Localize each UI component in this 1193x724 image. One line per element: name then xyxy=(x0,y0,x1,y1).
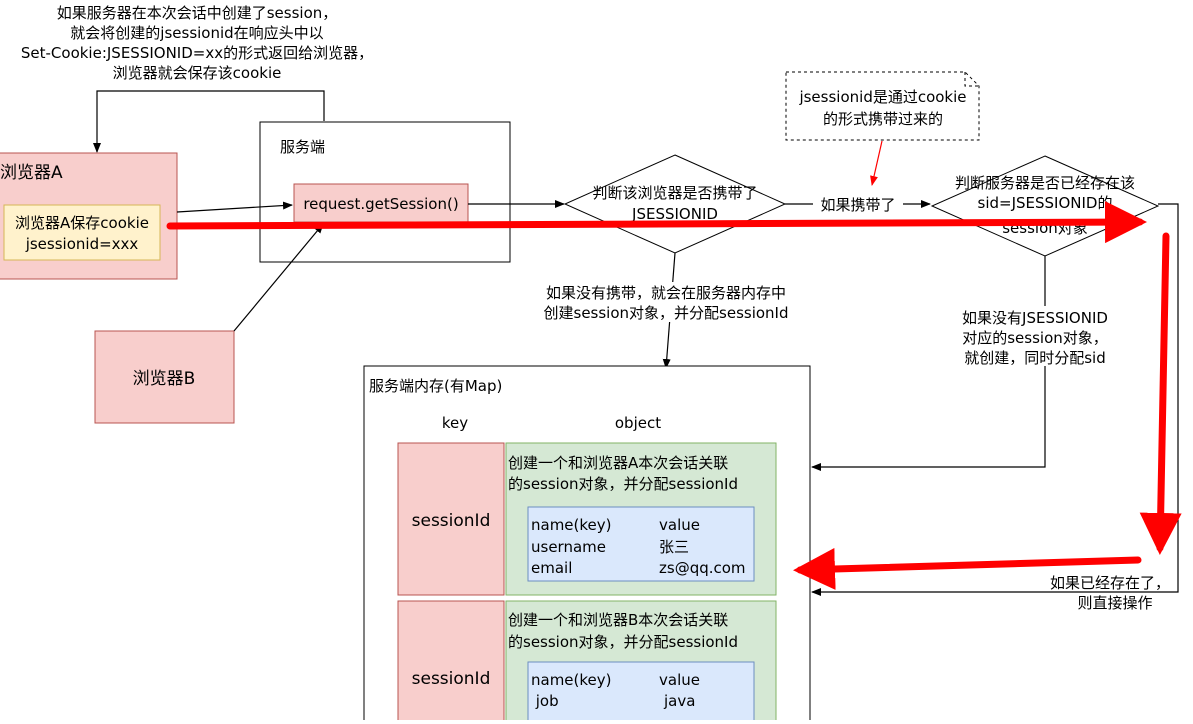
browser-a-request-arrow xyxy=(176,201,293,213)
top-note: 如果服务器在本次会话中创建了session， 就会将创建的jsessionid在… xyxy=(21,4,373,82)
exists-line: 则直接操作 xyxy=(1077,594,1152,612)
cookie-box xyxy=(3,204,161,261)
attr-key: email xyxy=(531,559,572,577)
session-key-label: sessionId xyxy=(412,669,491,689)
red-flow-arrow-back xyxy=(793,547,1142,590)
get-session-label: request.getSession() xyxy=(303,195,458,213)
session-attributes-table xyxy=(527,661,755,724)
cookie-note-pointer xyxy=(870,140,883,186)
server: 服务端 request.getSession() xyxy=(259,121,511,263)
attr-value: 张三 xyxy=(659,538,689,556)
decision-carry-line: JSESSIONID xyxy=(631,205,718,223)
attr-key: name(key) xyxy=(531,516,612,534)
no-session-bg xyxy=(945,306,1125,366)
decision-exists-line: sid=JSESSIONID的 xyxy=(978,194,1113,212)
red-flow-arrow-down xyxy=(1139,232,1182,555)
not-carried-line: 如果没有携带，就会在服务器内存中 xyxy=(546,284,786,302)
decision-exists-line: 判断服务器是否已经存在该 xyxy=(955,174,1135,192)
attr-value: zs@qq.com xyxy=(659,559,746,577)
no-session-line: 如果没有JSESSIONID xyxy=(962,309,1108,327)
cookie-note-line: jsessionid是通过cookie xyxy=(798,88,966,106)
session-key-label: sessionId xyxy=(412,511,491,531)
key-header: key xyxy=(442,414,468,432)
attr-value: java xyxy=(663,692,695,710)
browser-a-title: 浏览器A xyxy=(0,163,63,183)
browser-b-request-arrow xyxy=(233,223,324,332)
cookie-note: jsessionid是通过cookie 的形式携带过来的 xyxy=(785,71,980,141)
cookie-note-box xyxy=(785,71,980,141)
attr-key: name(key) xyxy=(531,671,612,689)
top-note-line: 浏览器就会保存该cookie xyxy=(113,64,282,82)
session-object-desc: 的session对象，并分配sessionId xyxy=(508,475,738,493)
if-carried-bg xyxy=(813,194,903,214)
get-session-box xyxy=(293,183,469,223)
server-title: 服务端 xyxy=(280,138,325,156)
attr-value: value xyxy=(659,516,700,534)
session-attributes-table xyxy=(527,506,755,582)
no-session-line: 对应的session对象， xyxy=(962,329,1108,347)
attr-value: value xyxy=(659,671,700,689)
top-note-line: 就会将创建的jsessionid在响应头中以 xyxy=(70,24,323,42)
cookie-note-fold xyxy=(964,72,979,87)
decision-carry-diamond xyxy=(563,154,787,254)
top-note-line: 如果服务器在本次会话中创建了session， xyxy=(57,4,338,22)
response-arrow xyxy=(93,90,325,153)
not-carried-bg xyxy=(525,282,810,322)
session-object-desc: 创建一个和浏览器A本次会话关联 xyxy=(508,454,728,472)
top-note-line: Set-Cookie:JSESSIONID=xx的形式返回给浏览器， xyxy=(21,44,373,62)
exists-line: 如果已经存在了， xyxy=(1050,574,1170,592)
exists-arrow xyxy=(811,203,1179,596)
server-memory: 服务端内存(有Map) key object sessionId 创建一个和浏览… xyxy=(363,365,811,724)
browser-b: 浏览器B xyxy=(94,330,235,424)
browser-b-box xyxy=(94,330,235,424)
object-header: object xyxy=(615,414,661,432)
attr-key: username xyxy=(531,538,606,556)
browser-a: 浏览器A 浏览器A保存cookie jsessionid=xxx xyxy=(0,152,178,280)
session-key-cell xyxy=(397,442,505,596)
decision-exists: 判断服务器是否已经存在该 sid=JSESSIONID的 session对象 xyxy=(930,155,1160,257)
cookie-line: 浏览器A保存cookie xyxy=(15,214,149,232)
cookie-line: jsessionid=xxx xyxy=(25,235,139,253)
no-session-line: 就创建，同时分配sid xyxy=(964,349,1106,367)
decision-carry-line: 判断该浏览器是否携带了 xyxy=(592,184,757,202)
browser-b-title: 浏览器B xyxy=(133,369,196,389)
cookie-note-line: 的形式携带过来的 xyxy=(823,110,943,128)
not-carried-line: 创建session对象，并分配sessionId xyxy=(544,304,789,322)
red-flow-arrow-horizontal xyxy=(166,201,1147,244)
session-object-desc: 创建一个和浏览器B本次会话关联 xyxy=(508,611,728,629)
session-key-cell xyxy=(397,600,505,724)
server-memory-title: 服务端内存(有Map) xyxy=(369,377,502,395)
decision-carry: 判断该浏览器是否携带了 JSESSIONID xyxy=(563,154,787,254)
if-carried-label: 如果携带了 xyxy=(820,196,895,214)
session-object-desc: 的session对象，并分配sessionId xyxy=(508,633,738,651)
attr-key: job xyxy=(531,692,559,710)
